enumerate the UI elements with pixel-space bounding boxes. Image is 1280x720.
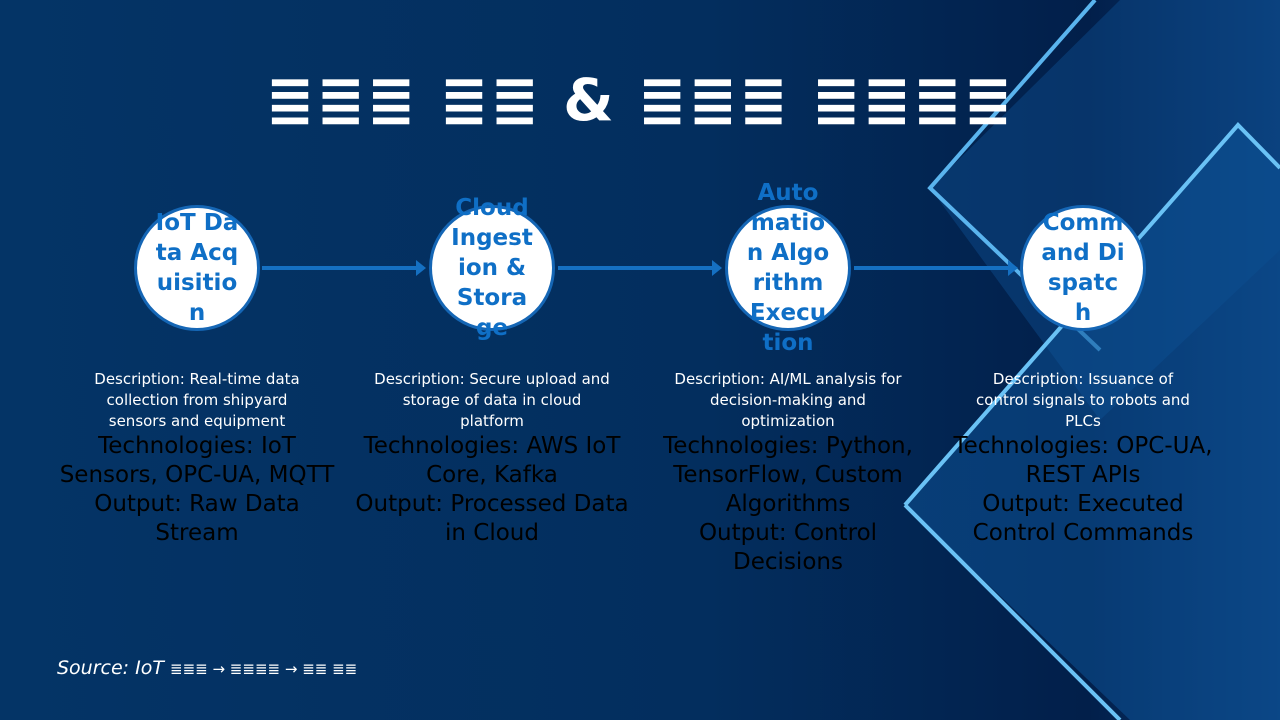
step-output: Output: Executed Control Commands (972, 491, 1194, 546)
step-iot-data-acquisition: IoT Data Acquisition Description: Real-t… (49, 205, 345, 548)
step-cloud-ingestion: Cloud Ingestion & Storage Description: S… (344, 195, 640, 548)
step-output: Output: Control Decisions (698, 520, 878, 575)
source-label: Source: IoT (57, 657, 164, 679)
step-circle: IoT Data Acquisition (134, 205, 260, 331)
step-circle: Automation Algorithm Execution (725, 180, 851, 356)
slide-title: ≣≣≣ ≣≣ & ≣≣≣ ≣≣≣≣ (265, 66, 1015, 134)
flow-arrow (558, 260, 722, 276)
source-text: ≣≣≣ → ≣≣≣≣ → ≣≣ ≣≣ (170, 660, 358, 678)
flow-arrow (262, 260, 426, 276)
step-description: Description: Secure upload and storage o… (374, 370, 610, 430)
step-title: Command Dispatch (1041, 210, 1125, 326)
step-title: Automation Algorithm Execution (746, 180, 830, 356)
source-note: Source: IoT ≣≣≣ → ≣≣≣≣ → ≣≣ ≣≣ (57, 657, 357, 679)
step-command-dispatch: Command Dispatch Description: Issuance o… (935, 205, 1231, 548)
step-title: Cloud Ingestion & Storage (451, 195, 533, 341)
step-description: Description: Issuance of control signals… (976, 370, 1190, 430)
step-automation-algorithm: Automation Algorithm Execution Descripti… (640, 180, 936, 577)
step-technologies: Technologies: Python, TensorFlow, Custom… (663, 433, 913, 517)
step-technologies: Technologies: OPC-UA, REST APIs (953, 433, 1213, 488)
step-description: Description: Real-time data collection f… (94, 370, 300, 430)
flow-arrow (854, 260, 1018, 276)
step-technologies: Technologies: AWS IoT Core, Kafka (363, 433, 621, 488)
step-circle: Command Dispatch (1020, 205, 1146, 331)
step-description: Description: AI/ML analysis for decision… (674, 370, 902, 430)
step-output: Output: Processed Data in Cloud (355, 491, 629, 546)
step-output: Output: Raw Data Stream (94, 491, 300, 546)
step-technologies: Technologies: IoT Sensors, OPC-UA, MQTT (59, 433, 335, 488)
step-title: IoT Data Acquisition (155, 210, 239, 326)
step-circle: Cloud Ingestion & Storage (429, 195, 555, 341)
